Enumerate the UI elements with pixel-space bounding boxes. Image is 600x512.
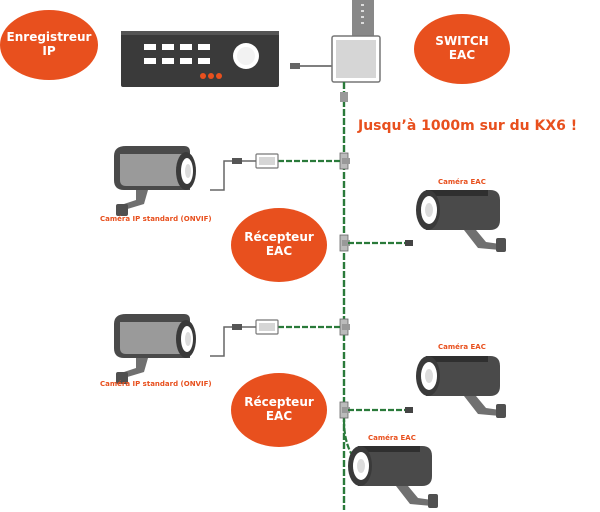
recorder-label-line2: IP [42,44,56,58]
branch-plugs [405,240,413,413]
nvr-recorder-icon [121,31,279,87]
tee-connector-3 [339,318,351,336]
bullet-camera-icon-eac-3 [348,446,438,508]
recorder-switch-cable [290,63,332,69]
bullet-camera-icon-eac-1 [416,190,506,252]
eac-camera-2-caption: Caméra EAC [438,343,486,351]
receiver-bubble-2: Récepteur EAC [231,373,327,447]
receiver-box-icon-2 [255,319,279,335]
receiver-box-icon-1 [255,153,279,169]
bullet-camera-icon-ip-1 [114,146,196,216]
receiver-1-label-line2: EAC [265,244,293,258]
receiver-2-label-line2: EAC [265,409,293,423]
receiver-bubble-1: Récepteur EAC [231,208,327,282]
recorder-bubble: Enregistreur IP [0,10,98,80]
eac-camera-3-caption: Caméra EAC [368,434,416,442]
switch-box-icon [331,0,381,83]
receiver-1-label-line1: Récepteur [244,230,314,245]
switch-label-line2: EAC [448,48,476,62]
bullet-camera-icon-ip-2 [114,314,196,384]
switch-bubble: SWITCH EAC [414,14,510,84]
switch-connector [340,92,348,102]
ip-camera-1-caption: Caméra IP standard (ONVIF) [100,215,212,223]
bullet-camera-icon-eac-2 [416,356,506,418]
branch-cables [278,159,406,412]
receiver-2-label-line1: Récepteur [244,395,314,410]
ip-camera-2-caption: Caméra IP standard (ONVIF) [100,380,212,388]
distance-headline: Jusqu’à 1000m sur du KX6 ! [358,118,578,134]
switch-label-line1: SWITCH [435,34,489,49]
tee-connector-1 [339,152,351,170]
recorder-label-line1: Enregistreur [6,30,92,45]
eac-camera-1-caption: Caméra EAC [438,178,486,186]
